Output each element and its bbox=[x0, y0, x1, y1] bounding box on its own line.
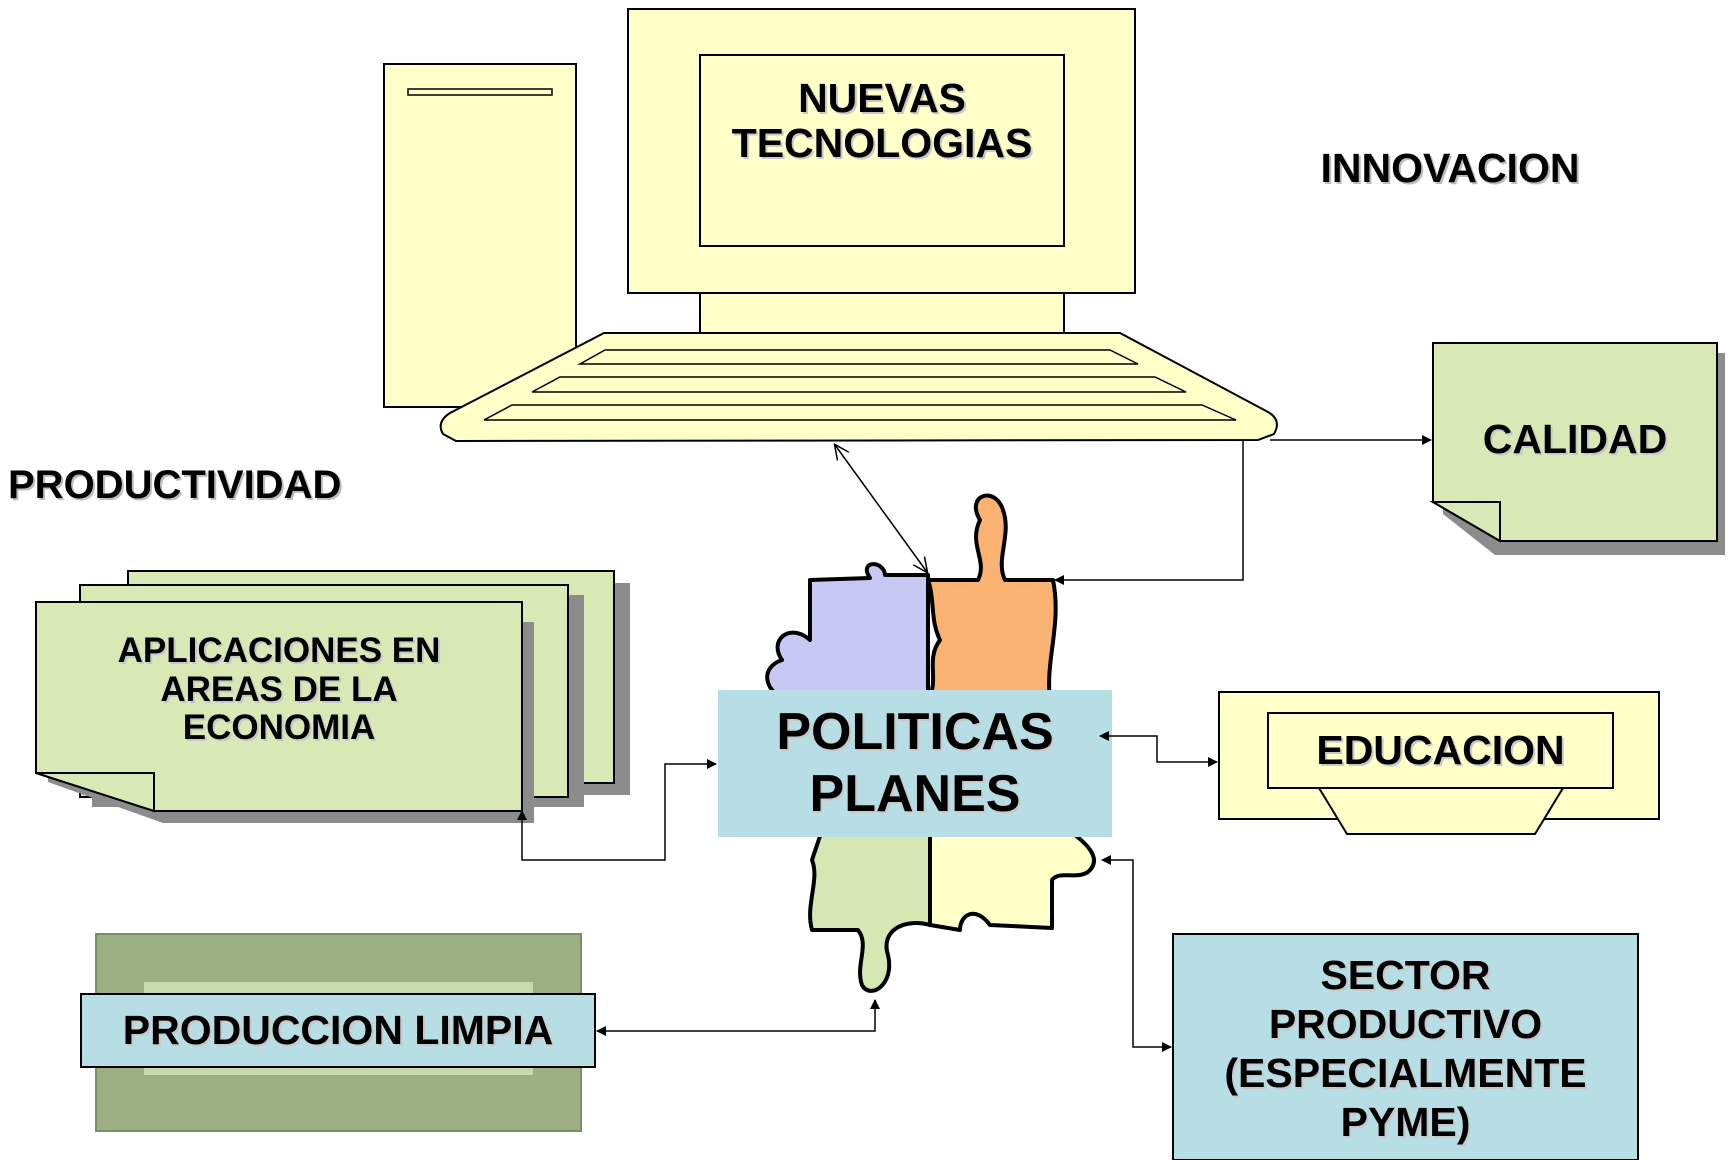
sector-box bbox=[1172, 933, 1639, 1160]
aplicaciones-line3: ECONOMIA bbox=[182, 708, 376, 748]
keyboard-row-1 bbox=[577, 349, 1139, 365]
monitor-stand bbox=[699, 292, 1065, 334]
puzzle-piece-lavender bbox=[765, 562, 930, 702]
connector-computer-puzzle bbox=[835, 445, 927, 572]
calidad-label: CALIDAD bbox=[1482, 416, 1668, 463]
computer-icon bbox=[383, 8, 1278, 443]
aplicaciones-line1: APLICACIONES EN bbox=[117, 631, 441, 671]
connector-puzzle-sector bbox=[1101, 855, 1172, 1052]
computer-tower bbox=[383, 63, 577, 408]
puzzle-icon bbox=[765, 493, 1096, 993]
sector-line2: PRODUCTIVO bbox=[1268, 1000, 1543, 1047]
puzzle-piece-orange bbox=[926, 493, 1058, 702]
nuevas-tecnologias-label: NUEVAS TECNOLOGIAS bbox=[700, 66, 1064, 176]
nuevas-tecnologias-line1: NUEVAS bbox=[798, 74, 966, 121]
connector-computer-orange bbox=[1054, 441, 1244, 585]
tower-drive-slot bbox=[407, 88, 553, 96]
politicas-label: POLITICAS PLANES bbox=[718, 698, 1112, 828]
keyboard-row-3 bbox=[483, 404, 1237, 421]
connector-produccion-puzzle bbox=[596, 999, 880, 1036]
educacion-shape bbox=[1218, 691, 1660, 835]
productividad-label: PRODUCTIVIDAD bbox=[8, 463, 342, 507]
sector-line3: (ESPECIALMENTE bbox=[1224, 1050, 1587, 1096]
aplicaciones-label: APLICACIONES EN AREAS DE LA ECONOMIA bbox=[36, 620, 522, 760]
nuevas-tecnologias-line2: TECNOLOGIAS bbox=[731, 120, 1033, 166]
keyboard-row-2 bbox=[531, 376, 1187, 393]
produccion-box bbox=[80, 993, 596, 1068]
aplicaciones-line2: AREAS DE LA bbox=[160, 669, 398, 709]
connector-aplicaciones-politicas bbox=[517, 759, 717, 861]
innovacion-label: INNOVACION bbox=[1320, 145, 1580, 191]
sector-line4: PYME) bbox=[1340, 1099, 1471, 1146]
puzzle-piece-yellow bbox=[928, 828, 1096, 932]
politicas-box bbox=[718, 690, 1112, 837]
aplicaciones-stack bbox=[35, 570, 630, 823]
sector-line1: SECTOR bbox=[1320, 951, 1491, 998]
puzzle-piece-green bbox=[808, 828, 932, 993]
produccion-limpia-label: PRODUCCION LIMPIA bbox=[122, 1006, 554, 1053]
connector-politicas-educacion bbox=[1099, 731, 1218, 767]
sector-label: SECTOR PRODUCTIVO (ESPECIALMENTE PYME) bbox=[1173, 944, 1638, 1154]
politicas-line1: POLITICAS bbox=[776, 702, 1054, 761]
calidad-note bbox=[1429, 342, 1725, 555]
politicas-line2: PLANES bbox=[809, 765, 1021, 823]
educacion-label: EDUCACION bbox=[1316, 726, 1565, 773]
monitor-screen bbox=[699, 54, 1065, 247]
